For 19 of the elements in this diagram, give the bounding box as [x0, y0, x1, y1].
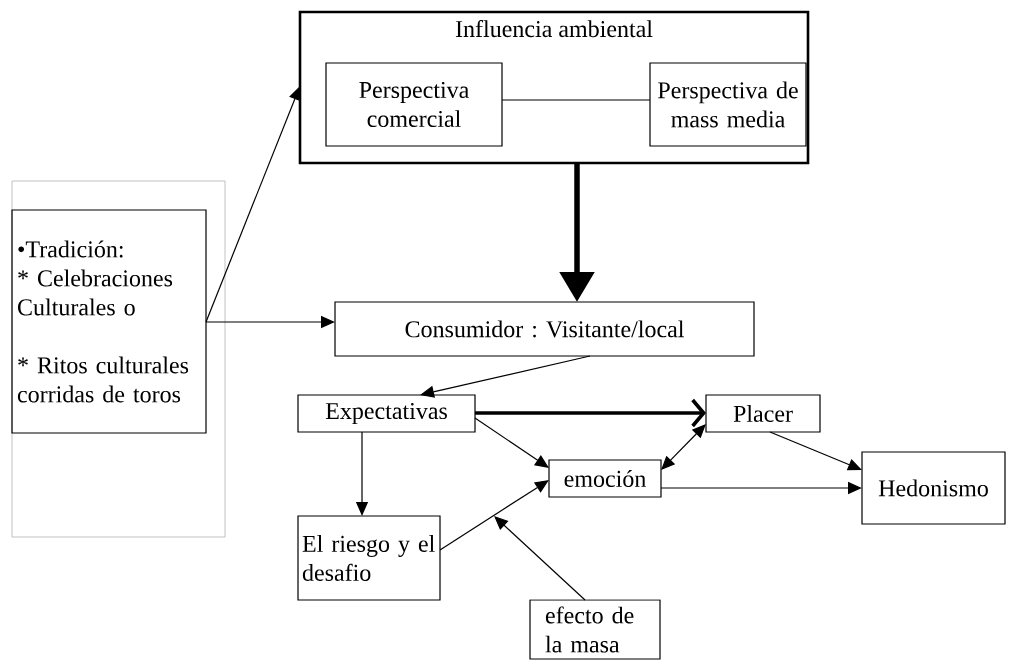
- process-box: Perspectiva de mass media: [649, 62, 807, 147]
- process-box: Hedonismo: [861, 451, 1006, 525]
- arrow: [475, 398, 706, 428]
- process-box: El riesgo y el desafio: [297, 515, 441, 601]
- panel-background: [11, 180, 226, 538]
- arrow: [439, 480, 549, 551]
- arrow: [769, 431, 862, 471]
- process-box: efecto de la masa: [529, 599, 661, 660]
- process-box: emoción: [548, 459, 662, 498]
- arrow: [205, 86, 301, 323]
- text-box: •Tradición: * Celebraciones Culturales o * Ritos culturales corridas de toros: [11, 209, 207, 434]
- process-box: Consumidor : Visitante/local: [334, 301, 755, 357]
- process-box: Expectativas: [297, 394, 476, 433]
- process-box: Placer: [705, 394, 821, 433]
- arrow: [474, 417, 549, 468]
- arrow: [494, 516, 586, 601]
- arrow: [420, 355, 591, 398]
- process-box: Perspectiva comercial: [325, 62, 503, 147]
- arrow: [661, 424, 706, 470]
